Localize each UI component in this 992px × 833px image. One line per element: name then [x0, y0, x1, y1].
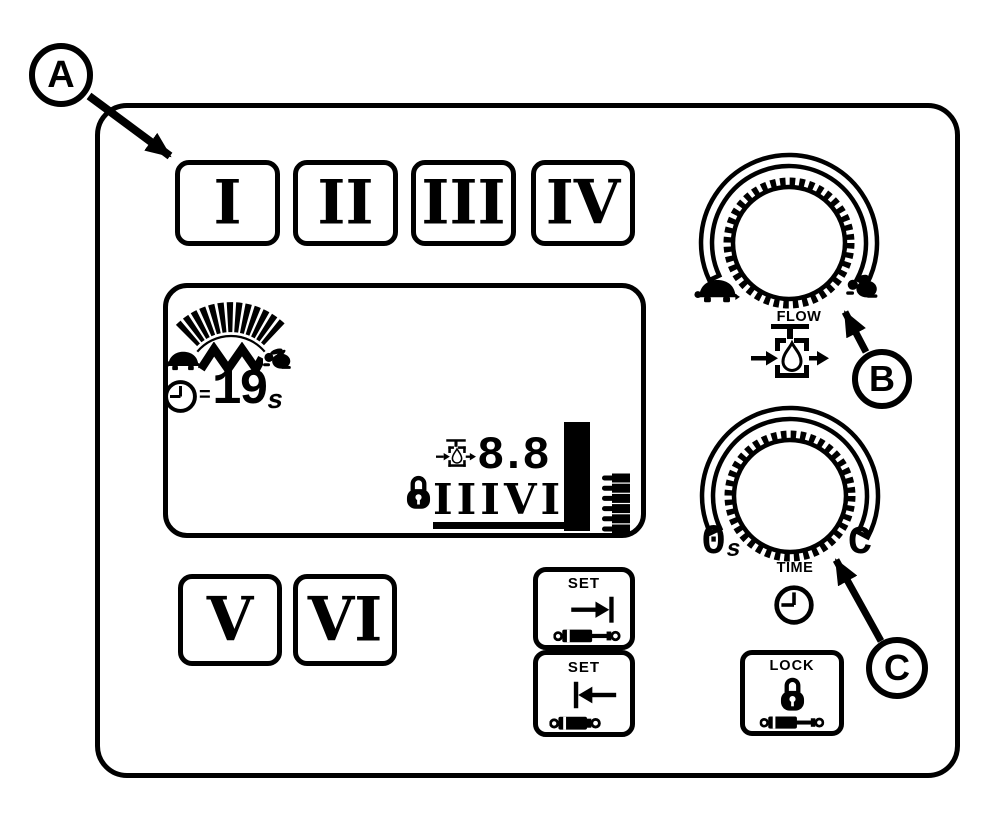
- callout-c-label: C: [884, 647, 910, 688]
- lock-padlock-icon: [780, 675, 805, 712]
- padlock-icon: [406, 472, 431, 511]
- level-bar-solid: [564, 422, 590, 531]
- valve-button-6[interactable]: VI: [293, 574, 397, 666]
- clock-icon: [163, 379, 198, 414]
- lock-button-label: LOCK: [769, 658, 815, 674]
- callout-c: C: [866, 637, 928, 699]
- time-min-readout: 0 s: [701, 521, 741, 563]
- cylinder-retracted-icon: [549, 712, 605, 732]
- wave-icon: [199, 342, 263, 374]
- valve-button-3[interactable]: III: [411, 160, 516, 246]
- set-extend-button[interactable]: SET: [533, 567, 635, 650]
- timer-readout: 19 s: [212, 366, 283, 416]
- callout-a-label: A: [47, 53, 75, 96]
- valve-button-5[interactable]: V: [178, 574, 282, 666]
- time-min-unit: s: [726, 537, 741, 564]
- set-retract-button[interactable]: SET: [533, 650, 635, 737]
- rate-gauge: [175, 302, 287, 353]
- cylinder-extended-icon: [552, 625, 622, 645]
- valve-button-5-label: V: [206, 584, 254, 656]
- time-max-value: C: [848, 521, 873, 566]
- valve-button-4-label: IV: [545, 167, 621, 239]
- timer-value: 19: [212, 362, 269, 419]
- valve-button-2[interactable]: II: [293, 160, 398, 246]
- valve-button-6-label: VI: [307, 584, 383, 656]
- flow-readout-value: 8.8: [477, 430, 550, 482]
- valve-button-4[interactable]: IV: [531, 160, 635, 246]
- flow-valve-icon: [436, 430, 476, 478]
- valve-button-1[interactable]: I: [175, 160, 280, 246]
- valve-button-1-label: I: [213, 167, 242, 239]
- set-retract-label: SET: [567, 659, 601, 676]
- level-bar-segments: [602, 422, 630, 534]
- turtle-icon: [164, 349, 202, 371]
- timer-equals: =: [199, 384, 211, 406]
- locked-valves-indicator: IIIVI: [433, 479, 565, 529]
- callout-b: B: [852, 349, 912, 409]
- arrow-to-bar-left-icon: [573, 681, 617, 709]
- valve-button-2-label: II: [317, 167, 374, 239]
- time-knob-label: TIME: [776, 560, 814, 576]
- flow-min-turtle-icon: [693, 277, 741, 303]
- flow-max-rabbit-icon: [845, 268, 881, 304]
- lock-button[interactable]: LOCK: [740, 650, 844, 736]
- time-clock-icon: [773, 584, 815, 626]
- flow-knob-label: FLOW: [776, 309, 822, 325]
- time-min-value: 0: [701, 518, 727, 566]
- callout-b-label: B: [869, 358, 895, 399]
- lock-cylinder-icon: [759, 712, 825, 731]
- flow-valve-symbol-icon: [751, 324, 829, 382]
- set-extend-label: SET: [567, 575, 601, 592]
- callout-a: A: [29, 43, 93, 107]
- valve-button-3-label: III: [421, 167, 506, 239]
- arrow-to-bar-right-icon: [571, 596, 614, 623]
- timer-unit: s: [267, 387, 284, 417]
